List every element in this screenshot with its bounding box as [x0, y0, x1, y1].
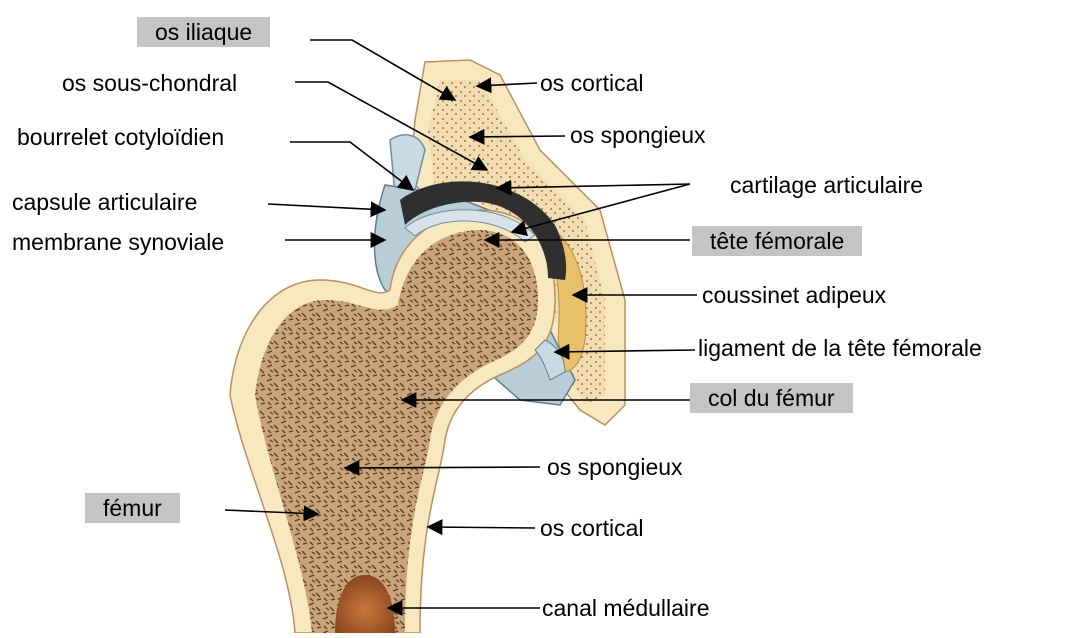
label-ligament-tete-femorale: ligament de la tête fémorale [698, 333, 982, 363]
label-membrane-synoviale: membrane synoviale [12, 227, 224, 257]
leader-bourrelet [290, 142, 413, 190]
leader-cartilage-b [512, 184, 690, 232]
leader-os-cortical-bottom [428, 527, 535, 528]
leader-os-sous-chondral [295, 82, 487, 170]
label-os-spongieux-top: os spongieux [570, 120, 706, 150]
label-capsule-articulaire: capsule articulaire [12, 187, 197, 217]
label-canal-medullaire: canal médullaire [542, 593, 709, 623]
leader-ligament [555, 350, 695, 352]
leader-femur [225, 510, 318, 514]
leader-os-iliaque [310, 40, 455, 100]
leader-os-cortical-top [477, 83, 537, 86]
label-os-cortical-top: os cortical [540, 68, 644, 98]
label-bourrelet-cotyloidien: bourrelet cotyloïdien [17, 122, 224, 152]
label-femur: fémur [85, 493, 180, 523]
label-os-spongieux-bottom: os spongieux [547, 452, 683, 482]
leader-os-spongieux-top [470, 136, 565, 137]
label-col-du-femur: col du fémur [690, 383, 853, 413]
leader-cartilage-a [497, 184, 690, 188]
label-tete-femorale: tête fémorale [692, 226, 862, 256]
label-coussinet-adipeux: coussinet adipeux [702, 280, 886, 310]
label-os-cortical-bottom: os cortical [540, 513, 644, 543]
label-cartilage-articulaire: cartilage articulaire [730, 170, 923, 200]
label-os-iliaque: os iliaque [137, 17, 270, 47]
label-os-sous-chondral: os sous-chondral [62, 68, 237, 98]
leader-os-spongieux-bottom [345, 467, 540, 468]
leader-capsule [268, 204, 385, 210]
